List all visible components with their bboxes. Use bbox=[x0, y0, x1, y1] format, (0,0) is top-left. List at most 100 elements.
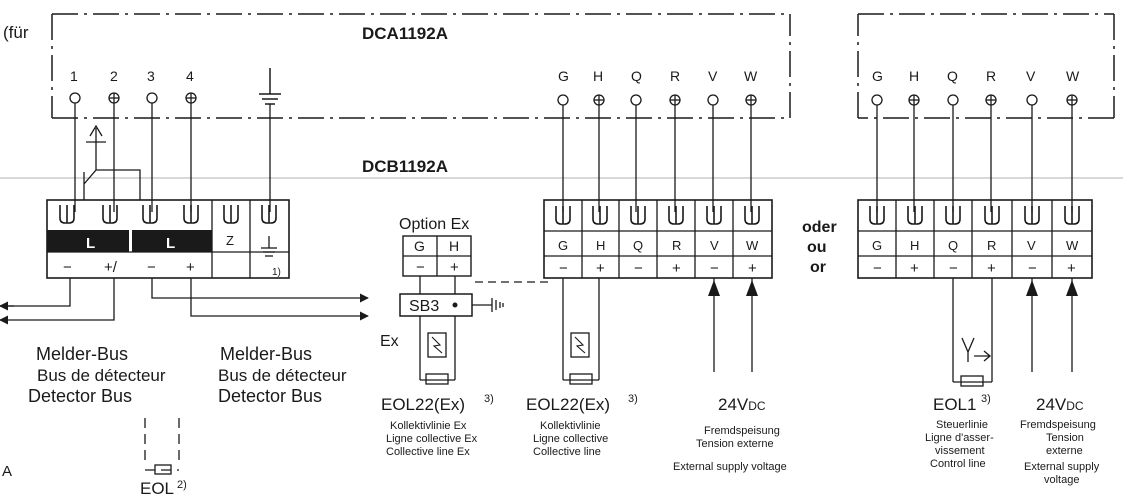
margin-letter: A bbox=[2, 463, 12, 480]
terminal-label: Q bbox=[947, 68, 958, 84]
terminal-2-label: 2 bbox=[110, 68, 118, 84]
desc-line: Tension bbox=[1046, 432, 1084, 444]
or-word: or bbox=[810, 259, 826, 276]
option-ex-sign: + bbox=[450, 259, 459, 276]
left-terminal-block: L L Z − +/ − + 1) bbox=[46, 199, 290, 279]
or-word: ou bbox=[807, 239, 827, 256]
block-terminal: W bbox=[746, 238, 759, 253]
terminal-label: G bbox=[558, 68, 569, 84]
sign-label: + bbox=[186, 259, 195, 276]
block-sign: − bbox=[873, 260, 882, 277]
bus-label-line: Detector Bus bbox=[218, 386, 322, 406]
bus-label-line: Bus de détecteur bbox=[218, 366, 347, 385]
base-module-label: DCB1192A bbox=[362, 157, 448, 176]
block-terminal: H bbox=[910, 238, 919, 253]
top-module-outline bbox=[51, 13, 1115, 119]
block-terminal: V bbox=[1027, 238, 1036, 253]
desc-line: Ligne collective Ex bbox=[386, 433, 478, 445]
desc-line: Ligne collective bbox=[533, 433, 608, 445]
plus-terminal-icon bbox=[185, 92, 197, 104]
block-sign: − bbox=[634, 260, 643, 277]
sign-label: − bbox=[63, 259, 72, 276]
sign-label: − bbox=[147, 259, 156, 276]
desc-line: External supply voltage bbox=[673, 461, 787, 473]
terminal-label: H bbox=[593, 68, 603, 84]
desc-line: Kollektivlinie Ex bbox=[390, 420, 467, 432]
block-sign: + bbox=[748, 260, 757, 277]
block-terminal: H bbox=[596, 238, 605, 253]
eol-label: EOL22(Ex) bbox=[381, 395, 465, 414]
block-sign: − bbox=[710, 260, 719, 277]
terminal-label: G bbox=[872, 68, 883, 84]
top-module-label: DCA1192A bbox=[362, 24, 448, 43]
header-left-text: (für bbox=[3, 23, 29, 42]
eol-bottom-label: EOL bbox=[140, 479, 174, 498]
top-right-terminals-a: G H Q R V W bbox=[557, 68, 758, 106]
block-terminal: R bbox=[672, 238, 681, 253]
terminal-label: W bbox=[744, 68, 758, 84]
loop-label-1: L bbox=[86, 235, 95, 252]
ground-icon bbox=[259, 68, 281, 105]
module-connections bbox=[74, 103, 1073, 212]
block-terminal: Q bbox=[948, 238, 958, 253]
desc-line: Fremdspeisung bbox=[704, 425, 780, 437]
eol-note: 3) bbox=[628, 393, 638, 405]
block-sign: − bbox=[559, 260, 568, 277]
sign-label: +/ bbox=[104, 259, 118, 276]
option-ex-title: Option Ex bbox=[399, 216, 469, 233]
eol-label: EOL22(Ex) bbox=[526, 395, 610, 414]
terminal-label: R bbox=[670, 68, 680, 84]
terminal-label: Q bbox=[631, 68, 642, 84]
option-ex: Option Ex G H − + SB3 Ex EOL22(Ex) 3) bbox=[380, 216, 548, 458]
desc-line: vissement bbox=[935, 445, 985, 457]
bus-label-line: Detector Bus bbox=[28, 386, 132, 406]
desc-line: Fremdspeisung bbox=[1020, 419, 1096, 431]
desc-line: Collective line bbox=[533, 446, 601, 458]
bus-label-line: Melder-Bus bbox=[36, 344, 128, 364]
terminal-label: R bbox=[986, 68, 996, 84]
top-left-terminals: 1 2 3 4 bbox=[69, 68, 281, 105]
desc-line: External supply bbox=[1024, 461, 1100, 473]
bus-wiring bbox=[0, 278, 369, 325]
ground-icon bbox=[261, 236, 277, 257]
terminal-1-label: 1 bbox=[70, 68, 78, 84]
terminal-3-label: 3 bbox=[147, 68, 155, 84]
block-terminal: G bbox=[872, 238, 882, 253]
eol-bottom-note: 2) bbox=[177, 479, 187, 491]
desc-line: Steuerlinie bbox=[936, 419, 988, 431]
option-ex-terminal: G bbox=[414, 238, 425, 254]
eol-label: EOL1 bbox=[933, 395, 976, 414]
supply-voltage: 24VDC bbox=[718, 395, 766, 414]
block-sign: − bbox=[949, 260, 958, 277]
ex-label: Ex bbox=[380, 333, 399, 350]
desc-line: Collective line Ex bbox=[386, 446, 470, 458]
or-word: oder bbox=[802, 219, 837, 236]
right-terminal-block: G H Q R V W − + − + − + EOL1 3) Steuerli… bbox=[857, 199, 1100, 486]
block-terminal: W bbox=[1066, 238, 1079, 253]
terminal-label: W bbox=[1066, 68, 1080, 84]
desc-line: voltage bbox=[1044, 474, 1079, 486]
option-ex-sign: − bbox=[416, 259, 425, 276]
desc-line: Tension externe bbox=[696, 438, 774, 450]
option-ex-terminal: H bbox=[449, 238, 459, 254]
terminal-label: H bbox=[909, 68, 919, 84]
bus-label-line: Bus de détecteur bbox=[37, 366, 166, 385]
open-terminal-icon bbox=[69, 92, 81, 104]
loop-label-2: L bbox=[166, 235, 175, 252]
terminal-label: V bbox=[708, 68, 718, 84]
block-terminal: R bbox=[987, 238, 996, 253]
desc-line: Control line bbox=[930, 458, 986, 470]
right-bus-label: Melder-Bus Bus de détecteur Detector Bus bbox=[218, 344, 347, 406]
block-sign: − bbox=[1028, 260, 1037, 277]
supply-voltage: 24VDC bbox=[1036, 395, 1084, 414]
alternative-label: oder ou or bbox=[802, 219, 837, 276]
plus-terminal-icon bbox=[108, 92, 120, 104]
block-terminal: G bbox=[558, 238, 568, 253]
block-sign: + bbox=[672, 260, 681, 277]
block-terminal: V bbox=[710, 238, 719, 253]
eol-note: 3) bbox=[484, 393, 494, 405]
block-sign: + bbox=[1067, 260, 1076, 277]
block-terminal: Q bbox=[633, 238, 643, 253]
block-sign: + bbox=[596, 260, 605, 277]
